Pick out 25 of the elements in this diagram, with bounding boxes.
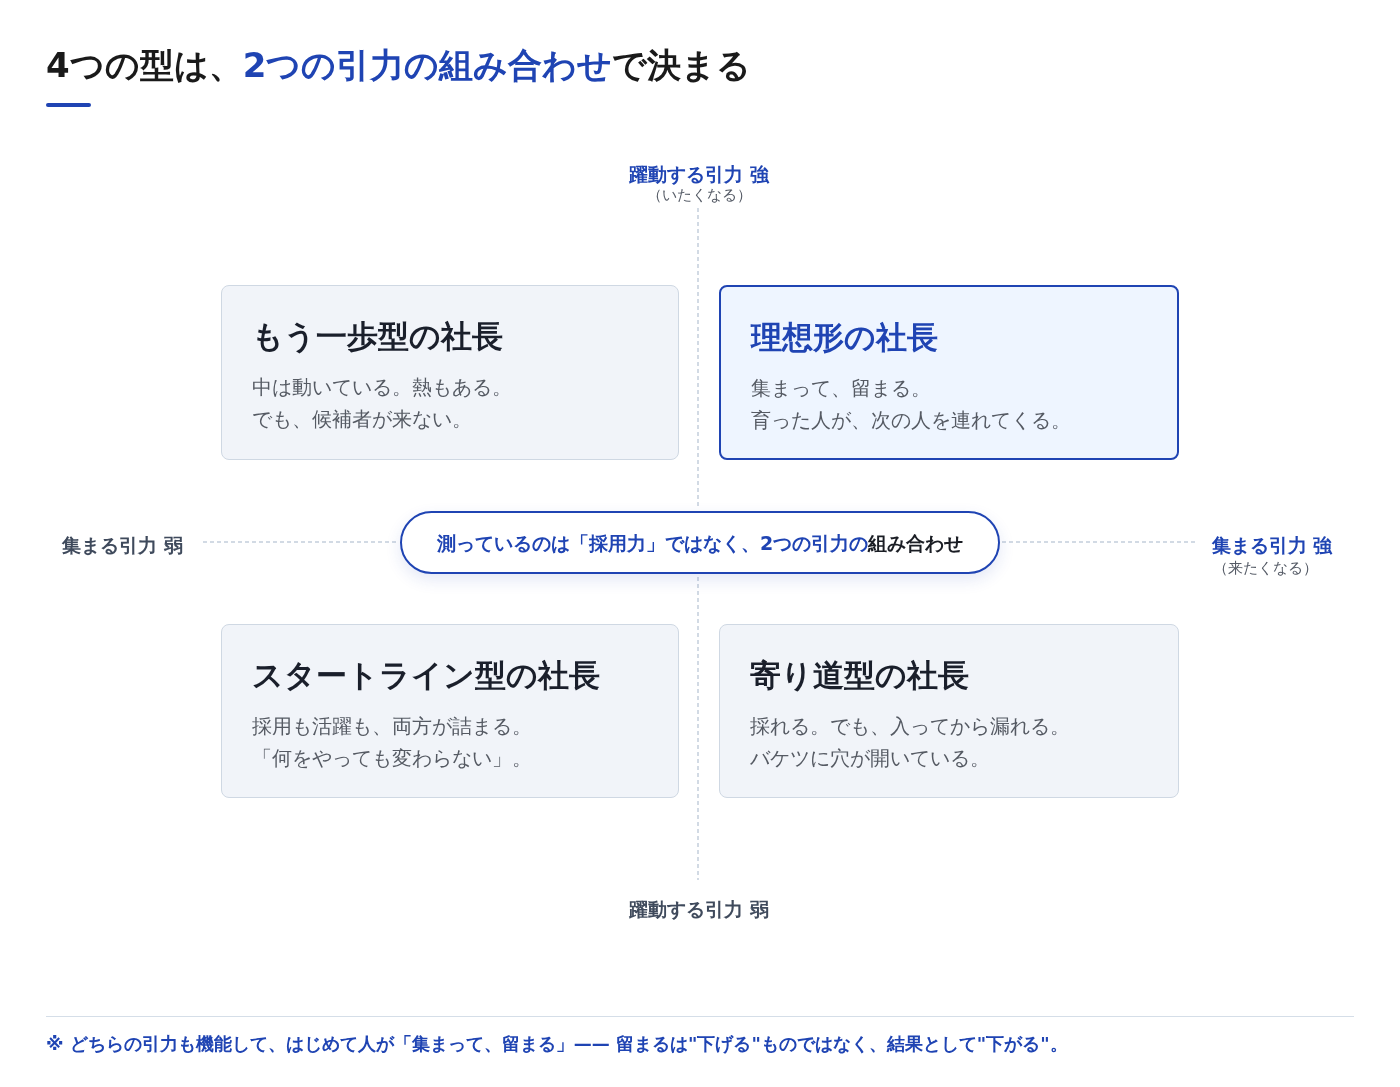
quadrant-card	[719, 624, 1179, 798]
card-text: バケツに穴が開いている。	[750, 745, 990, 772]
card-text: でも、候補者が来ない。	[252, 406, 472, 433]
card-text: 採用も活躍も、両方が詰まる。	[252, 713, 532, 740]
axis-label: 躍動する引力 弱	[629, 897, 769, 922]
card-text: 「何をやっても変わらない」。	[252, 745, 532, 772]
axis-label: 集まる引力 強	[1211, 533, 1333, 558]
card-heading: 寄り道型の社長	[750, 656, 969, 695]
pill-text: 測っているのは「採用力」ではなく、2つの引力の組み合わせ	[436, 530, 964, 556]
card-heading: もう一歩型の社長	[252, 317, 503, 356]
card-text: 採れる。でも、入ってから漏れる。	[750, 713, 1070, 740]
axis-label: 集まる引力 弱	[62, 533, 183, 558]
quadrant-card	[221, 624, 679, 798]
footnote: ※ どちらの引力も機能して、はじめて人が「集まって、留まる」—— 留まるは"下げる"ものではなく、結果として"下がる"。	[46, 1032, 1068, 1056]
axis-sublabel: （いたくなる）	[646, 185, 752, 205]
card-heading: 理想形の社長	[751, 318, 938, 357]
axis-label: 躍動する引力 強	[629, 162, 769, 187]
card-heading: スタートライン型の社長	[252, 656, 600, 695]
axis-sublabel: （来たくなる）	[1212, 558, 1318, 578]
card-text: 中は動いている。熱もある。	[252, 374, 512, 401]
card-text: 育った人が、次の人を連れてくる。	[751, 407, 1071, 434]
quadrant-card	[221, 285, 679, 460]
card-text: 集まって、留まる。	[751, 375, 931, 402]
quadrant-card	[719, 285, 1179, 460]
title: 4つの型は、2つの引力の組み合わせで決まる	[46, 44, 752, 87]
